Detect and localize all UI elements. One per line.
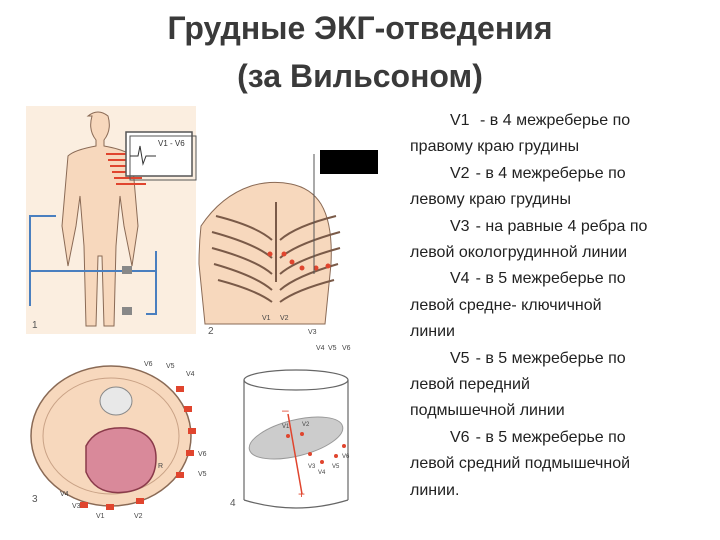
lead-text: линии xyxy=(410,323,455,341)
vessel-bottom xyxy=(243,499,349,509)
dipole-plus: + xyxy=(298,487,305,501)
section-label-v5-top: V5 xyxy=(166,363,175,370)
ecg-leads-illustration: V1 - V6 1 V1 xyxy=(26,106,378,520)
vessel-label-v3: V3 xyxy=(308,464,316,470)
lead-text: левой средне- ключичной xyxy=(410,296,602,314)
heart-section xyxy=(85,427,157,494)
lead-v3: V3 - на равные 4 ребра по левой окологруд… xyxy=(410,214,710,267)
slide-title-line1: Грудные ЭКГ-отведения xyxy=(167,10,553,46)
lead-descriptions: V1 - в 4 межреберье по правому краю груд… xyxy=(410,108,710,504)
lead-text: левой окологрудинной линии xyxy=(410,244,628,262)
panel-ribcage: V1 V2 V3 V4 V5 V6 2 xyxy=(198,150,378,352)
chest-lead-wires xyxy=(106,153,146,185)
panel-number-1: 1 xyxy=(32,320,38,331)
redaction-box xyxy=(320,150,378,174)
lead-text: - в 5 межреберье по xyxy=(475,349,626,367)
section-label-v4-top: V4 xyxy=(186,371,195,378)
section-label-v6: V6 xyxy=(198,451,207,458)
lead-v6: V6 - в 5 межреберье по левой средний подм… xyxy=(410,425,710,504)
ecg-label: V1 - V6 xyxy=(158,139,185,148)
lead-v2: V2 - в 4 межреберье по левому краю грудин… xyxy=(410,161,710,214)
chest-electrodes xyxy=(267,251,331,271)
thorax-inner xyxy=(42,377,180,495)
chest-label-v1: V1 xyxy=(262,315,271,322)
lead-text: левому краю грудины xyxy=(410,191,571,209)
lead-code: V3 xyxy=(450,217,470,235)
chest-label-v4: V4 xyxy=(316,345,325,352)
panel-number-4: 4 xyxy=(230,498,236,509)
lead-text: - в 5 межреберье по xyxy=(475,428,626,446)
ecg-trace xyxy=(130,145,156,166)
cable-connector-2 xyxy=(122,307,132,315)
lead-code: V4 xyxy=(450,270,470,288)
lead-code: V6 xyxy=(450,428,470,446)
section-label-v5: V5 xyxy=(198,471,207,478)
section-label-r: R xyxy=(158,463,163,470)
lead-text: левой средний подмышечной xyxy=(410,455,631,473)
vessel-electrodes xyxy=(286,432,346,464)
section-label-v6-top: V6 xyxy=(144,361,153,368)
vessel-label-v2: V2 xyxy=(302,422,310,428)
vessel-label-v6: V6 xyxy=(342,454,350,460)
lead-v1: V1 - в 4 межреберье по правому краю груд… xyxy=(410,108,710,161)
lead-text: подмышечной линии xyxy=(410,402,565,420)
lead-code: V1 xyxy=(450,112,470,129)
cable-connector-1 xyxy=(122,266,132,274)
chest-label-v5: V5 xyxy=(328,345,337,352)
slide-title-line2: (за Вильсоном) xyxy=(237,58,483,94)
section-electrodes xyxy=(80,386,196,510)
section-label-v3: V3 xyxy=(72,503,81,510)
ecg-monitor xyxy=(125,131,193,177)
section-label-v2: V2 xyxy=(134,513,143,520)
chest-label-v3: V3 xyxy=(308,329,317,336)
lead-code: V5 xyxy=(450,349,470,367)
panel-number-2: 2 xyxy=(208,326,214,337)
chest-label-v2: V2 xyxy=(280,315,289,322)
panel-cross-section: V1 V2 V3 V4 V5 V6 V6 V5 V4 R 3 xyxy=(30,361,207,520)
vessel-label-v1: V1 xyxy=(282,424,290,430)
lead-v4: V4 - в 5 межреберье по левой средне- ключ… xyxy=(410,266,710,345)
lead-text: левой передний xyxy=(410,376,530,394)
vessel-top xyxy=(243,369,349,391)
lead-v5: V5 - в 5 межреберье по левой передний под… xyxy=(410,346,710,425)
lead-text: правому краю грудины xyxy=(410,138,580,156)
section-label-v4: V4 xyxy=(60,491,69,498)
lead-text: линии. xyxy=(410,481,460,499)
ecg-monitor-shadow xyxy=(129,135,197,181)
vessel-label-v4: V4 xyxy=(318,470,326,476)
panel-vessel: V1 V2 V3 V4 V5 V6 – + 4 xyxy=(230,369,350,509)
panel-number-3: 3 xyxy=(32,494,38,505)
lead-code: V2 xyxy=(450,164,470,182)
vessel-label-v5: V5 xyxy=(332,464,340,470)
lead-text: - на равные 4 ребра по xyxy=(475,217,648,235)
lead-text: - в 5 межреберье по xyxy=(475,270,626,288)
chest-label-v6: V6 xyxy=(342,345,351,352)
dipole-plane xyxy=(248,416,344,460)
dipole-axis xyxy=(287,413,303,495)
dipole-minus: – xyxy=(282,403,289,417)
lead-text: - в 4 межреберье по xyxy=(475,164,626,182)
panel-body-figure: V1 - V6 1 xyxy=(26,106,197,334)
vertebra xyxy=(99,386,133,416)
section-label-v1: V1 xyxy=(96,513,105,520)
lead-text: - в 4 межреберье по xyxy=(475,112,631,129)
limb-cables xyxy=(29,215,157,315)
